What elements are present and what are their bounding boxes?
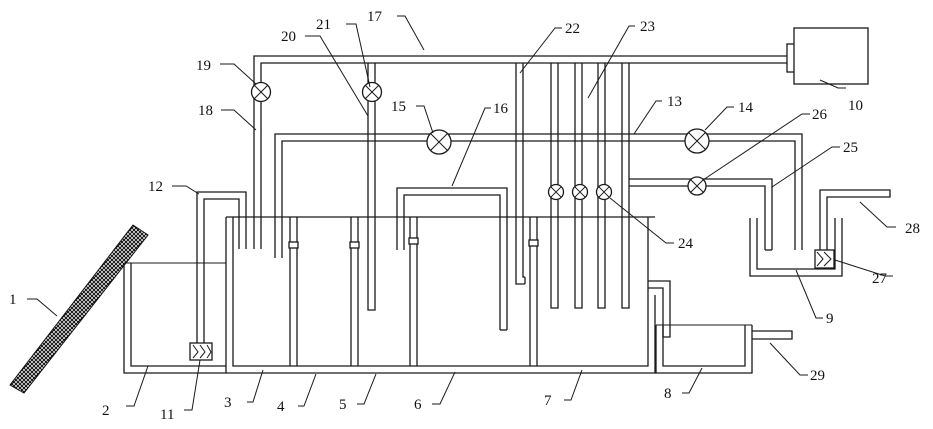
discharge-pipe	[819, 189, 891, 250]
valve-19[interactable]	[250, 81, 272, 103]
aeration-branch-pipes	[550, 63, 630, 309]
label-8: 8	[664, 386, 672, 402]
number-labels: 1 2 11 12 3 4 5 6 7 8 10 9 27 28 29 18 1…	[9, 9, 920, 423]
label-29: 29	[810, 368, 825, 384]
label-18: 18	[198, 103, 213, 119]
valve-24-a[interactable]	[547, 183, 565, 201]
label-4: 4	[277, 399, 285, 415]
label-25: 25	[843, 140, 858, 156]
siphon-pipe	[396, 187, 508, 331]
lift-pump	[189, 342, 213, 361]
label-23: 23	[640, 19, 655, 35]
outlet-pipe	[752, 330, 793, 340]
valve-24-b[interactable]	[571, 183, 589, 201]
aeration-pipe-chamber5	[367, 63, 376, 311]
lift-pipe	[196, 191, 247, 343]
label-7: 7	[544, 393, 552, 409]
branch-pipe-to-tank9	[629, 178, 773, 251]
collection-tank	[123, 262, 226, 374]
label-3: 3	[224, 395, 232, 411]
label-17: 17	[367, 9, 383, 25]
label-21: 21	[316, 17, 331, 33]
label-10: 10	[848, 98, 863, 114]
air-header-pipe	[253, 55, 788, 249]
label-24: 24	[678, 236, 694, 252]
label-28: 28	[905, 221, 920, 237]
label-5: 5	[339, 397, 347, 413]
label-19: 19	[196, 58, 211, 74]
label-12: 12	[148, 179, 163, 195]
valve-24-c[interactable]	[595, 183, 613, 201]
label-6: 6	[414, 397, 422, 413]
leader-lines	[27, 15, 896, 411]
sludge-tank	[655, 324, 753, 374]
label-11: 11	[160, 407, 174, 423]
tank9-pump	[814, 249, 835, 269]
valve-21[interactable]	[361, 81, 383, 103]
label-2: 2	[102, 403, 110, 419]
label-14: 14	[738, 100, 754, 116]
label-26: 26	[812, 107, 828, 123]
valve-14[interactable]	[684, 128, 710, 154]
small-tank	[749, 218, 843, 277]
transfer-pipe	[515, 63, 526, 285]
label-20: 20	[281, 29, 296, 45]
label-9: 9	[826, 311, 834, 327]
overflow-pipe	[648, 280, 671, 338]
label-13: 13	[667, 94, 682, 110]
label-22: 22	[565, 21, 580, 37]
valve-15[interactable]	[426, 129, 452, 155]
inclined-screen	[9, 224, 149, 394]
label-16: 16	[493, 101, 509, 117]
label-27: 27	[872, 271, 888, 287]
label-1: 1	[9, 292, 17, 308]
label-15: 15	[391, 99, 406, 115]
air-blower	[786, 27, 869, 85]
return-pipe	[274, 133, 803, 258]
valve-26[interactable]	[687, 176, 707, 196]
main-reaction-tank	[225, 216, 656, 374]
